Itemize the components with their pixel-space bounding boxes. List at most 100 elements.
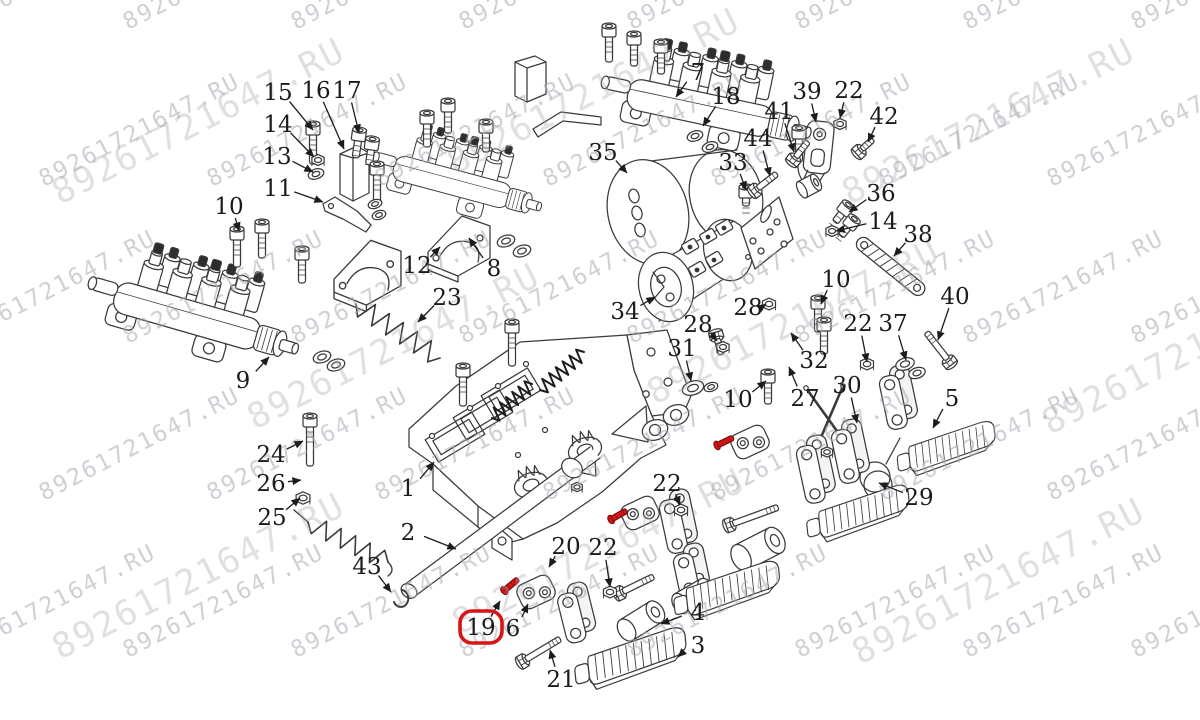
hex-nut (820, 446, 834, 458)
leader-4 (660, 615, 683, 625)
part-label-42: 42 (869, 104, 898, 130)
part-label-14a: 14 (263, 112, 292, 138)
socket-bolt (816, 316, 832, 355)
footpeg (806, 484, 910, 543)
parts-artwork-generated (87, 22, 996, 690)
washer (895, 357, 915, 371)
socket-bolt (419, 109, 435, 148)
part-label-35: 35 (588, 140, 617, 166)
leader-14b (835, 223, 867, 233)
part-label-33: 33 (718, 150, 747, 176)
hex-bolt (784, 139, 811, 169)
part-label-15: 15 (263, 80, 292, 106)
valve-assembly-7 (600, 38, 812, 152)
leader-33 (739, 173, 747, 191)
pivot-block-6 (516, 574, 556, 610)
part-label-30: 30 (832, 373, 861, 399)
leader-27 (788, 366, 798, 387)
pivot-block (730, 424, 770, 460)
part-label-27: 27 (790, 386, 819, 412)
washer (908, 366, 926, 380)
part-label-21: 21 (546, 667, 575, 693)
parts-artwork (322, 55, 926, 599)
strap-bracket (532, 111, 602, 138)
part-label-12: 12 (402, 253, 431, 279)
base-plate-1 (408, 329, 692, 561)
pedal-shaft-2 (400, 446, 601, 599)
leader-22c (604, 559, 613, 588)
washer (703, 381, 719, 393)
hex-nut (716, 340, 730, 354)
part-label-4: 4 (691, 600, 706, 626)
leader-7 (675, 81, 688, 98)
highlight-circle-19 (458, 609, 504, 645)
leader-44 (762, 150, 772, 177)
part-label-10a: 10 (214, 194, 243, 220)
part-label-37: 37 (878, 311, 907, 337)
part-label-9: 9 (236, 368, 251, 394)
washer (512, 244, 532, 258)
highlighted-pin-19 (713, 435, 735, 451)
hex-nut (825, 224, 839, 238)
arm-11 (322, 196, 372, 233)
hex-bolt (722, 504, 780, 534)
part-label-16: 16 (301, 78, 330, 104)
part-label-20: 20 (551, 534, 580, 560)
leader-39 (810, 103, 818, 123)
bracket-16 (339, 145, 370, 202)
washer (701, 141, 719, 153)
leader-10c (751, 380, 767, 393)
leader-26 (287, 477, 302, 486)
leader-1 (419, 461, 435, 480)
roller-4 (616, 600, 666, 642)
washer (686, 130, 704, 142)
part-label-28a: 28 (733, 295, 762, 321)
leader-29 (878, 482, 904, 494)
hanger-bracket (830, 418, 871, 484)
part-label-3: 3 (691, 633, 706, 659)
leader-31 (685, 360, 694, 382)
part-label-28b: 28 (683, 312, 712, 338)
washer (312, 350, 332, 364)
part-label-24: 24 (256, 442, 285, 468)
part-label-10b: 10 (821, 267, 850, 293)
part-label-19: 19 (466, 615, 495, 641)
leader-2 (423, 535, 457, 550)
lever-38 (855, 236, 926, 297)
leader-8 (468, 237, 484, 259)
mount-bracket-left (333, 239, 402, 313)
spring-26 (307, 520, 389, 564)
bracket-small (514, 55, 547, 103)
highlighted-pin-19 (500, 577, 520, 596)
leader-24 (286, 440, 304, 450)
part-label-22d: 22 (843, 311, 872, 337)
hex-nut (571, 481, 583, 493)
part-label-22c: 22 (588, 535, 617, 561)
part-label-22a: 22 (834, 78, 863, 104)
leader-30 (850, 397, 860, 424)
socket-bolt (369, 160, 385, 205)
footpeg-3 (574, 627, 687, 690)
part-label-18: 18 (711, 84, 740, 110)
washer (367, 198, 383, 210)
part-label-22b: 22 (652, 471, 681, 497)
part-label-17: 17 (332, 78, 361, 104)
washer (681, 380, 705, 396)
part-label-6: 6 (506, 616, 521, 642)
washer (326, 358, 346, 372)
socket-bolt (302, 412, 318, 467)
part-label-11: 11 (263, 176, 292, 202)
leader-15 (289, 101, 314, 131)
leader-42 (867, 126, 876, 143)
part-label-43: 43 (352, 554, 381, 580)
plate-spring (539, 348, 585, 394)
leader-14a (290, 132, 315, 158)
socket-bolt (504, 318, 520, 367)
hex-bolt (746, 171, 779, 200)
plate-spring (491, 380, 533, 422)
leader-19 (490, 600, 501, 617)
part-label-29: 29 (904, 485, 933, 511)
leader-41 (784, 123, 796, 153)
